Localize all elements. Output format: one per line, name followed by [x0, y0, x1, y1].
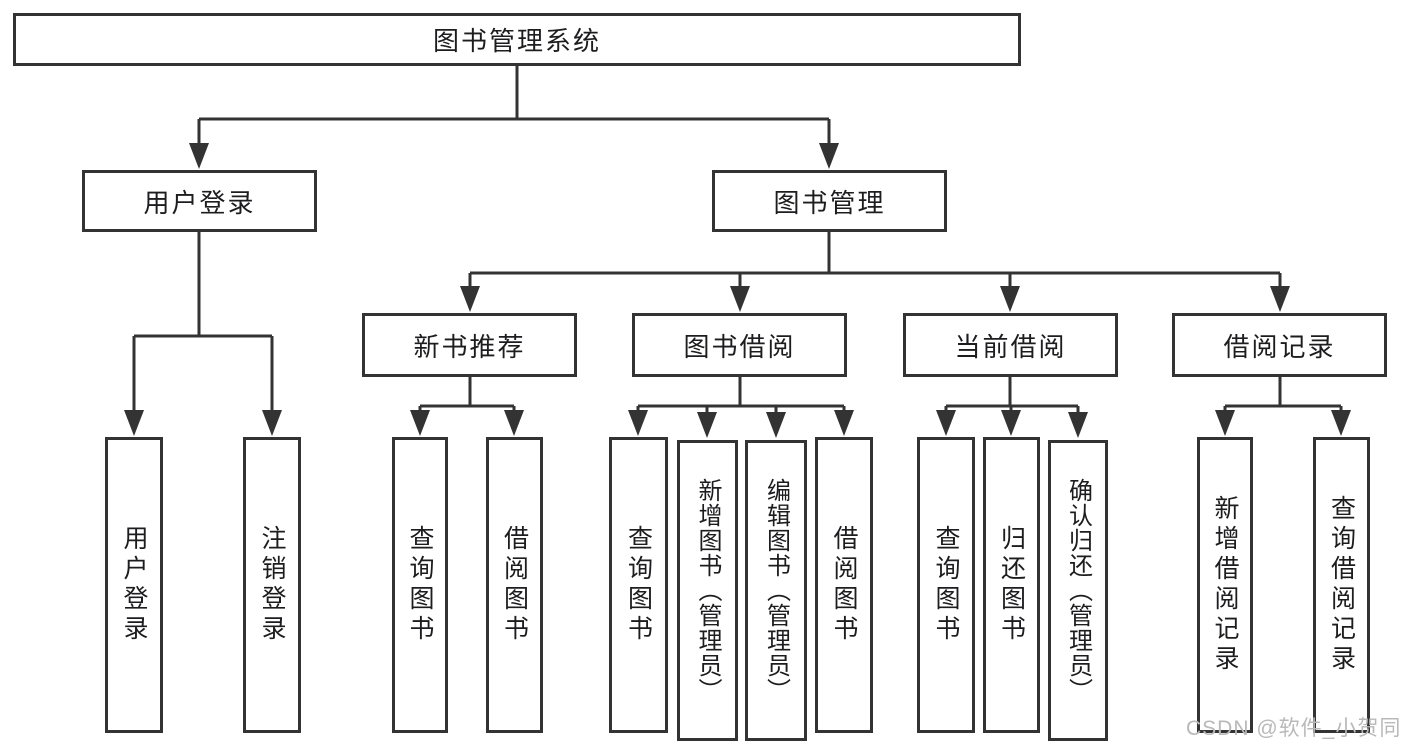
arrowhead-borrow-record [1270, 286, 1290, 312]
connector-user-login-to-children [132, 232, 274, 414]
node-ul-user-login: 用户登录 [105, 437, 163, 733]
arrowhead-current-borrow [1000, 286, 1020, 312]
connector-root-to-level2 [197, 66, 831, 145]
node-current-borrow: 当前借阅 [903, 313, 1118, 377]
arrowhead-bb-borrow [834, 410, 854, 436]
connector-book-borrow-to-children [636, 377, 846, 414]
node-user-login: 用户登录 [82, 170, 317, 232]
node-root: 图书管理系统 [13, 13, 1021, 66]
node-bb-query-book: 查询图书 [609, 437, 668, 733]
node-nbr-borrow-book: 借阅图书 [486, 437, 543, 733]
arrowhead-bb-add [697, 412, 717, 438]
node-bb-edit-book-admin: 编辑图书（管理员） [745, 440, 807, 741]
arrowhead-bb-edit [766, 412, 786, 438]
csdn-watermark: CSDN @软件_小贺同学 [1186, 717, 1402, 740]
arrowhead-ul-login [124, 410, 144, 436]
node-cb-query-book: 查询图书 [917, 437, 975, 733]
node-ul-logout: 注销登录 [243, 437, 301, 733]
arrowhead-book-mgmt [819, 143, 839, 169]
arrowhead-book-borrow [730, 286, 750, 312]
node-bb-add-book-admin: 新增图书（管理员） [677, 440, 738, 741]
node-book-borrow: 图书借阅 [632, 313, 847, 377]
connector-current-borrow-to-children [944, 377, 1080, 414]
connector-book-mgmt-to-level3 [468, 232, 1282, 290]
arrowhead-user-login [189, 143, 209, 169]
arrowhead-cb-query [936, 410, 956, 436]
node-br-query-record: 查询借阅记录 [1313, 437, 1370, 733]
arrowhead-bb-query [628, 410, 648, 436]
node-new-book-rec: 新书推荐 [362, 313, 577, 377]
arrowhead-nbr-borrow [504, 410, 524, 436]
connector-borrow-record-to-children [1223, 377, 1343, 414]
node-br-add-record: 新增借阅记录 [1197, 437, 1253, 733]
node-cb-return-book: 归还图书 [983, 437, 1040, 733]
arrowhead-new-book-rec [460, 286, 480, 312]
arrowhead-cb-return [1001, 410, 1021, 436]
arrowhead-br-add [1215, 410, 1235, 436]
node-bb-borrow-book: 借阅图书 [815, 437, 873, 733]
node-borrow-record: 借阅记录 [1172, 313, 1387, 377]
arrowhead-br-query [1331, 410, 1351, 436]
node-book-mgmt: 图书管理 [712, 170, 947, 232]
arrowhead-nbr-query [410, 410, 430, 436]
node-nbr-query-book: 查询图书 [392, 437, 448, 733]
node-cb-confirm-return-admin: 确认归还（管理员） [1048, 440, 1108, 741]
arrowhead-cb-confirm [1068, 412, 1088, 438]
arrowhead-ul-logout [262, 410, 282, 436]
connector-new-book-rec-to-children [418, 377, 516, 414]
